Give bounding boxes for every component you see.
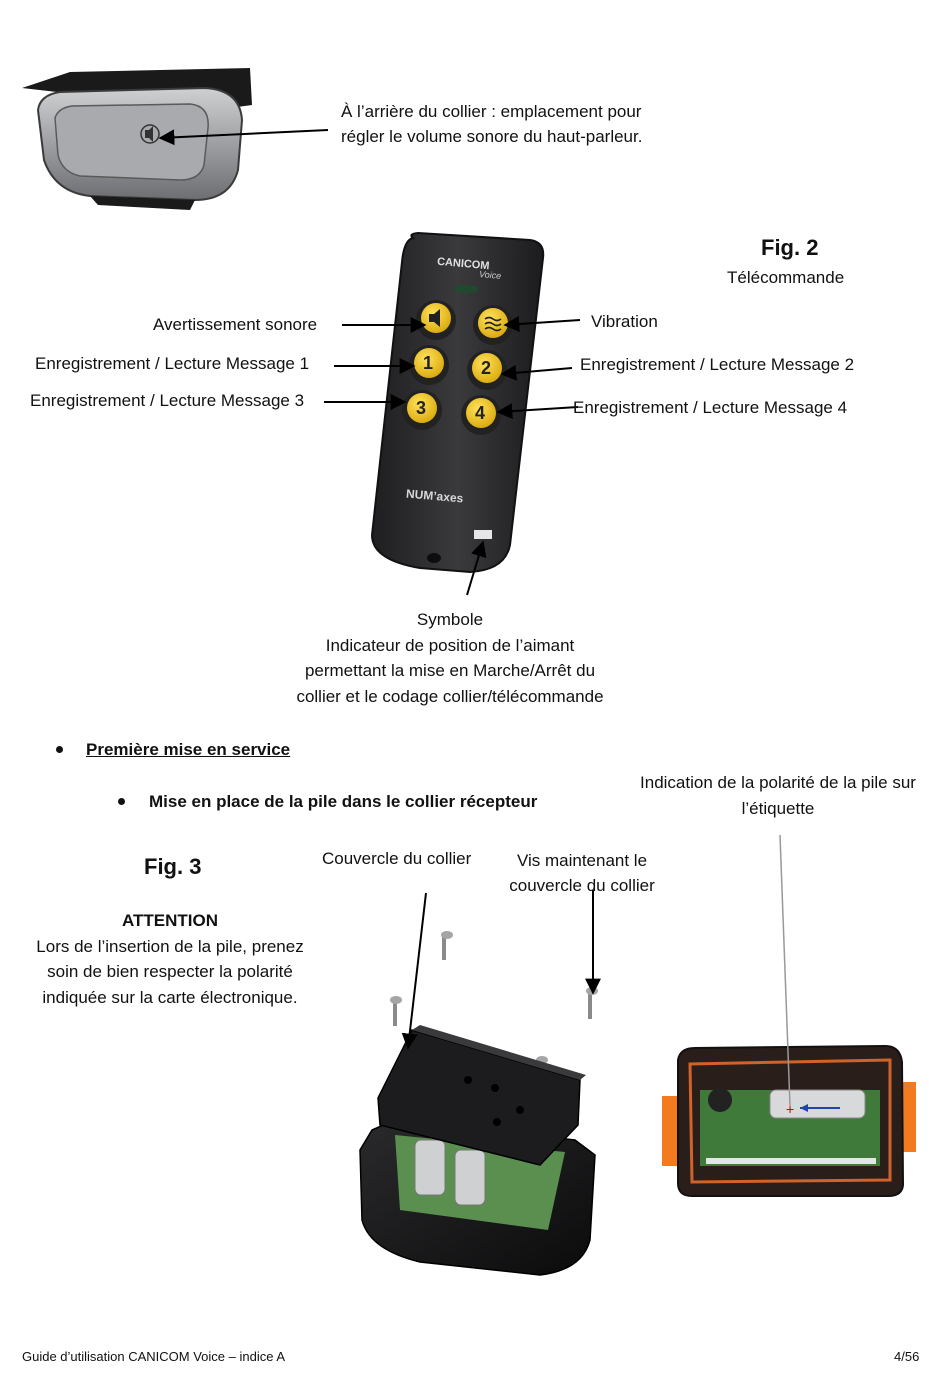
collar-back-caption-line2: régler le volume sonore du haut-parleur. (341, 127, 643, 146)
symbol-caption-line1: Symbole (416, 610, 484, 629)
bullet-icon (56, 746, 63, 753)
button-2 (467, 350, 507, 390)
symbol-caption-line4: collier et le codage collier/télécommand… (296, 687, 604, 706)
label-message-4: Enregistrement / Lecture Message 4 (573, 398, 848, 417)
cover-label: Couvercle du collier (322, 849, 472, 868)
collar-back-caption-line1: À l’arrière du collier : emplacement pou… (341, 102, 642, 121)
button-3-number: 3 (416, 398, 427, 418)
fig2-title: Fig. 2 (761, 235, 819, 260)
label-message-2: Enregistrement / Lecture Message 2 (580, 355, 855, 374)
symbol-caption-line3: permettant la mise en Marche/Arrêt du (304, 661, 596, 680)
button-1 (409, 345, 449, 385)
button-sound (416, 300, 456, 340)
bullet-icon (118, 798, 125, 805)
label-message-3: Enregistrement / Lecture Message 3 (30, 391, 305, 410)
attention-line3: indiquée sur la carte électronique. (42, 988, 298, 1007)
collar-back-image (22, 68, 252, 210)
button-1-number: 1 (423, 353, 434, 373)
footer-left: Guide d’utilisation CANICOM Voice – indi… (22, 1349, 286, 1364)
screws-label-line1: Vis maintenant le (516, 851, 648, 870)
screws-label-line2: couvercle du collier (509, 876, 655, 895)
horn-icon (429, 309, 440, 327)
svg-text:+: + (786, 1101, 794, 1117)
fig3-title: Fig. 3 (144, 854, 202, 879)
button-vibration (473, 305, 513, 345)
polarity-label-line2: l’étiquette (741, 799, 815, 818)
label-sound-warning: Avertissement sonore (153, 315, 318, 334)
symbol-caption-line2: Indicateur de position de l’aimant (325, 636, 575, 655)
label-message-1: Enregistrement / Lecture Message 1 (35, 354, 310, 373)
button-3 (402, 390, 442, 430)
vibration-icon (484, 316, 502, 332)
label-vibration: Vibration (591, 312, 658, 331)
magnet-symbol (474, 530, 492, 539)
section-heading: Première mise en service (86, 740, 291, 759)
polarity-label-line1: Indication de la polarité de la pile sur (640, 773, 916, 792)
attention-title: ATTENTION (121, 911, 218, 930)
attention-line1: Lors de l’insertion de la pile, prenez (36, 937, 304, 956)
attention-line2: soin de bien respecter la polarité (47, 962, 293, 981)
button-4-number: 4 (475, 403, 486, 423)
fig2-subtitle: Télécommande (727, 268, 845, 287)
remote-model: Voice (478, 269, 502, 281)
collar-box-image (359, 1025, 596, 1276)
button-2-number: 2 (481, 358, 492, 378)
section-subheading: Mise en place de la pile dans le collier… (149, 792, 538, 811)
button-4 (461, 395, 501, 435)
footer-page-number: 4/56 (894, 1349, 920, 1364)
